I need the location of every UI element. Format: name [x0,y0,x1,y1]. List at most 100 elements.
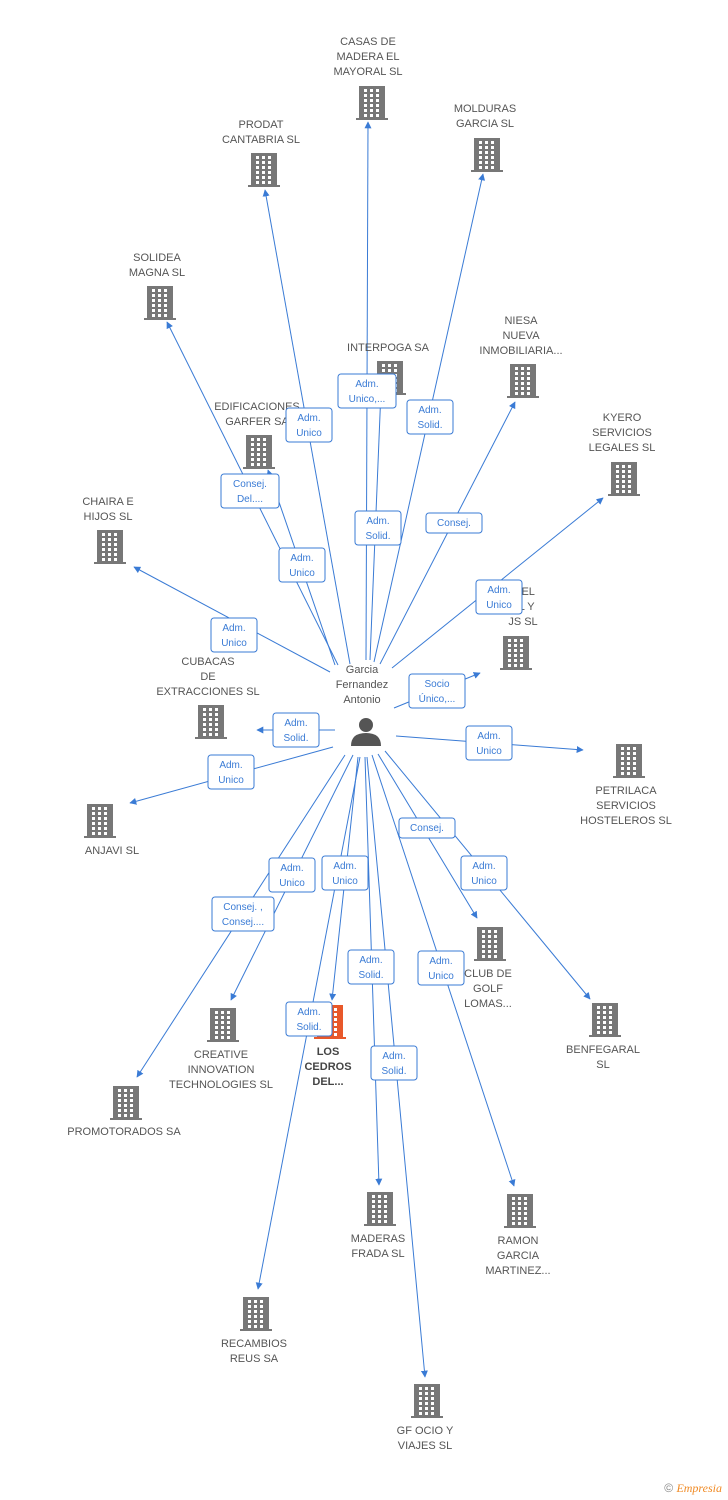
edge-label-text: Adm. [280,863,303,874]
company-building-icon [356,86,388,120]
company-building-icon [94,530,126,564]
company-label-line: CHAIRA E [82,496,133,508]
edge-label-kyero[interactable]: Adm.Unico [475,579,523,615]
edge-label-box [417,950,465,986]
company-label-line: RECAMBIOS [221,1338,287,1350]
edge-label-box [285,1001,333,1037]
company-node-niesa[interactable]: NIESANUEVAINMOBILIARIA... [479,315,563,398]
company-label-line: SERVICIOS [592,427,652,439]
company-label-line: HIJOS SL [84,511,133,523]
footer-brand: © Empresia [664,1481,722,1496]
edge-label-petrilaca[interactable]: Adm.Unico [465,725,513,761]
person-label-line: Garcia [346,664,379,676]
company-label-line: GOLF [473,983,503,995]
company-building-icon [507,364,539,398]
edge-label-ramon[interactable]: Adm.Unico [417,950,465,986]
company-building-icon [500,636,532,670]
edge-label-box [285,407,333,443]
company-building-icon [243,435,275,469]
edge-label-maderas[interactable]: Adm.Solid. [347,949,395,985]
edge-label-text: Unico [428,971,454,982]
edge-label-box [337,373,397,409]
company-label-line: SL [596,1059,609,1071]
edge-label-elreal[interactable]: SocioÚnico,... [408,673,466,709]
company-label-line: VIAJES SL [398,1440,452,1452]
company-label-line: CANTABRIA SL [222,134,300,146]
company-node-ramon[interactable]: RAMONGARCIAMARTINEZ... [485,1194,551,1277]
company-label-line: DEL... [312,1076,343,1088]
edge-label-cedros[interactable]: Adm.Unico [321,855,369,891]
edge-label-text: Adm. [284,718,307,729]
edge-label-text: Adm. [297,1007,320,1018]
company-node-promotorados[interactable]: PROMOTORADOS SA [67,1086,181,1138]
company-label-line: MAYORAL SL [333,66,402,78]
edge-label-text: Solid. [283,733,308,744]
company-building-icon [207,1008,239,1042]
company-node-anjavi[interactable]: ANJAVI SL [84,804,139,857]
company-label-line: MOLDURAS [454,103,516,115]
edge-label-benfegaral[interactable]: Adm.Unico [460,855,508,891]
company-label-line: PROMOTORADOS SA [67,1126,181,1138]
edge-label-box [475,579,523,615]
edge-label-creative[interactable]: Adm.Unico [268,857,316,893]
company-node-clubgolf[interactable]: CLUB DEGOLFLOMAS... [464,927,512,1010]
company-node-molduras[interactable]: MOLDURAS GARCIA SL [454,103,516,172]
edge-label-promotorados[interactable]: Consej. ,Consej.... [211,896,275,932]
edge-label-casas[interactable]: Adm.Unico,... [337,373,397,409]
edge-label-text: Unico [289,568,315,579]
company-label-line: RAMON [498,1235,539,1247]
edge-label-text: Consej. , [223,902,262,913]
edge-label-text: Unico [296,428,322,439]
edge-label-anjavi[interactable]: Adm.Unico [207,754,255,790]
company-node-chaira[interactable]: CHAIRA E HIJOS SL [82,496,134,564]
edge-label-niesa[interactable]: Consej. [425,512,483,534]
edge-label-box [370,1045,418,1081]
edge-label-gfocio[interactable]: Adm.Solid. [370,1045,418,1081]
edge-label-cubacas[interactable]: Adm. Solid. [272,712,320,748]
company-building-icon [608,462,640,496]
edge-label-box [321,855,369,891]
company-label-line: HOSTELEROS SL [580,815,672,827]
person-label-line: Fernandez [336,679,389,691]
company-label-line: DE [200,671,215,683]
company-building-icon [110,1086,142,1120]
edge-label-chaira[interactable]: Adm.Unico [210,617,258,653]
brand-logo: Empresia [676,1481,722,1495]
edge-label-prodat[interactable]: Adm.Unico [285,407,333,443]
edge-label-solidea[interactable]: Consej.Del.... [220,473,280,509]
edge-label-recambios[interactable]: Adm. Solid. [285,1001,333,1037]
edge-label-garfer[interactable]: Adm.Unico [278,547,326,583]
edge-label-text: Unico [332,876,358,887]
edge-label-box [207,754,255,790]
company-label-line: PETRILACA [595,785,657,797]
edge-label-box [354,510,402,546]
company-label-line: CLUB DE [464,968,512,980]
edge-label-box [465,725,513,761]
company-label-line: PRODAT [238,119,283,131]
edge-labels-layer: Adm.Unico,...Adm.Solid.Adm.UnicoConsej.D… [207,373,523,1081]
company-label-line: ANJAVI SL [85,845,139,857]
edge-label-text: Solid. [296,1022,321,1033]
edge-label-molduras[interactable]: Adm.Solid. [406,399,454,435]
edge-label-text: Solid. [417,420,442,431]
edge-label-text: Del.... [237,494,263,505]
edge-label-interpoga[interactable]: Adm.Solid. [354,510,402,546]
edge-label-box [278,547,326,583]
company-building-icon [84,804,116,838]
edge-label-clubgolf[interactable]: Consej. [398,817,456,839]
company-label-line: GARCIA SL [456,118,514,130]
company-label-line: MAGNA SL [129,267,185,279]
company-node-prodat[interactable]: PRODAT CANTABRIA SL [222,119,300,187]
